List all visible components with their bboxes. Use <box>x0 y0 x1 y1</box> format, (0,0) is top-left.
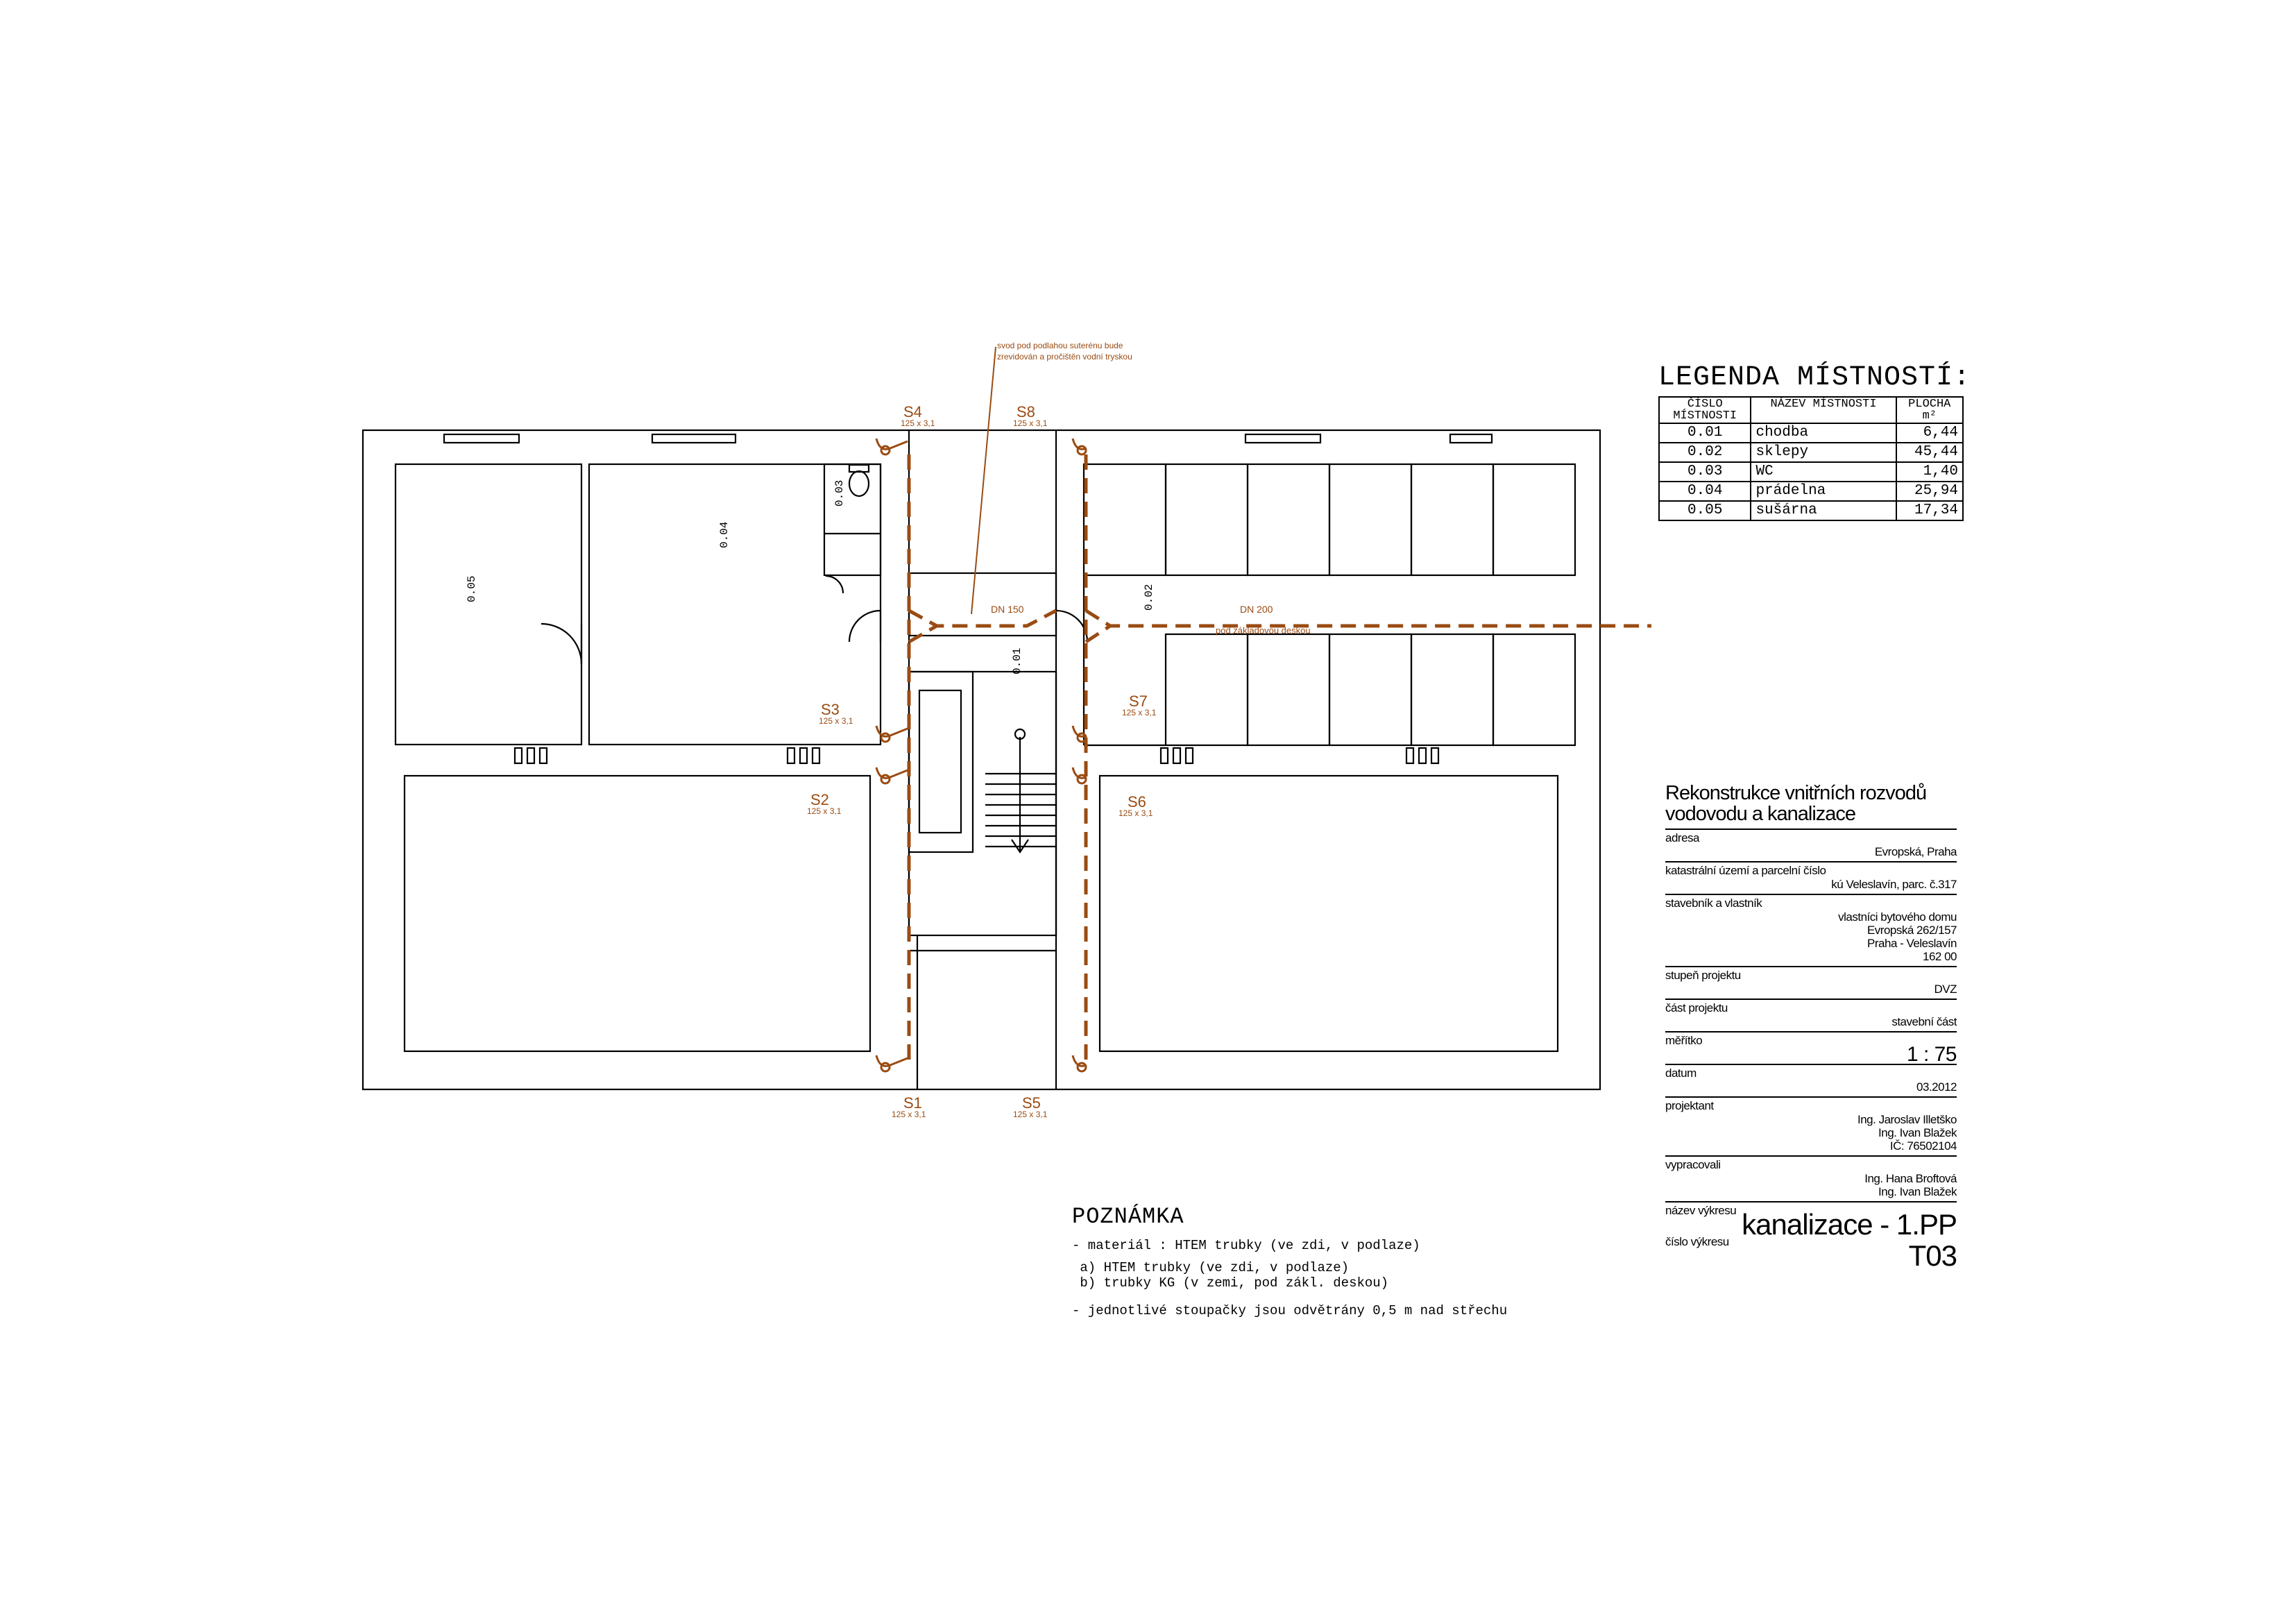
room-code-0-03: 0.03 <box>833 480 846 507</box>
project-title: Rekonstrukce vnitřních rozvodů vodovodu … <box>1665 782 1927 825</box>
room-0-04-outline <box>588 463 882 746</box>
door-swings <box>541 575 1089 665</box>
outer-wall <box>362 429 1601 1091</box>
pipe-s7-size: 125 x 3,1 <box>1122 708 1157 717</box>
scale-field: měřítko 1 : 75 <box>1665 1031 1957 1065</box>
toilet-icon <box>848 470 870 498</box>
room-code-0-05: 0.05 <box>466 576 478 602</box>
title-block: Rekonstrukce vnitřních rozvodů vodovodu … <box>1665 782 1957 1272</box>
sewer-note-line1: svod pod podlahou suterénu bude <box>997 341 1123 350</box>
room-lower-right-outline <box>1098 774 1559 1053</box>
note-section: POZNÁMKA - materiál : HTEM trubky (ve zd… <box>1072 1204 1599 1318</box>
pipe-s4-size: 125 x 3,1 <box>901 418 935 428</box>
sewer-pipes <box>907 346 1651 1062</box>
pipe-s6-id: S6 <box>1128 793 1146 810</box>
pipe-s1-size: 125 x 3,1 <box>892 1110 926 1119</box>
part-field: část projektu stavební část <box>1665 999 1957 1031</box>
room-0-05-outline <box>394 463 583 746</box>
note-title: POZNÁMKA <box>1072 1204 1184 1230</box>
note-line: a) HTEM trubky (ve zdi, v podlaze) <box>1072 1260 1350 1275</box>
room-code-0-04: 0.04 <box>718 522 731 548</box>
pipe-s8-id: S8 <box>1017 403 1035 420</box>
pipe-connectors <box>875 438 1087 1073</box>
drawing-number-field: číslo výkresu T03 <box>1665 1235 1957 1272</box>
legend-header-name: NÁZEV MÍSTNOSTI <box>1750 396 1897 424</box>
pipe-s4-id: S4 <box>903 403 922 420</box>
note-line: - materiál : HTEM trubky (ve zdi, v podl… <box>1072 1238 1420 1253</box>
cadastre-field: katastrální území a parcelní číslo kú Ve… <box>1665 861 1957 894</box>
vent-marks <box>513 747 1440 765</box>
room-code-0-01: 0.01 <box>1011 648 1023 674</box>
room-lower-left-outline <box>403 774 871 1053</box>
designer-field: projektant Ing. Jaroslav Illetško Ing. I… <box>1665 1096 1957 1155</box>
owner-field: stavebník a vlastník vlastníci bytového … <box>1665 894 1957 966</box>
pipe-s2-size: 125 x 3,1 <box>807 806 842 816</box>
window-marks <box>443 433 1493 444</box>
dn150-label: DN 150 <box>991 604 1024 615</box>
pipe-s5-id: S5 <box>1022 1094 1041 1112</box>
stair-enclosure <box>908 670 1057 937</box>
room-code-0-02: 0.02 <box>1143 584 1155 611</box>
date-field: datum 03.2012 <box>1665 1064 1957 1096</box>
pipe-s8-size: 125 x 3,1 <box>1013 418 1048 428</box>
pipe-s1-id: S1 <box>903 1094 922 1112</box>
sewer-note-line2: zrevidován a pročištěn vodní tryskou <box>997 352 1132 362</box>
pipe-s7-id: S7 <box>1129 692 1148 710</box>
pipe-s5-size: 125 x 3,1 <box>1013 1110 1048 1119</box>
address-field: adresa Evropská, Praha <box>1665 829 1957 861</box>
legend-title: LEGENDA MÍSTNOSTÍ: <box>1658 362 1971 393</box>
pipe-s3-size: 125 x 3,1 <box>819 716 853 726</box>
cellar-boxes <box>1082 463 1576 747</box>
pipe-s6-size: 125 x 3,1 <box>1119 808 1153 818</box>
prepared-field: vypracovali Ing. Hana Broftová Ing. Ivan… <box>1665 1155 1957 1201</box>
drawing-name-field: název výkresu kanalizace - 1.PP <box>1665 1201 1957 1239</box>
note-line: - jednotlivé stoupačky jsou odvětrány 0,… <box>1072 1303 1508 1318</box>
pipe-s3-id: S3 <box>821 701 840 718</box>
pipe-s2-id: S2 <box>810 791 829 808</box>
dn200-sublabel: pod základovou deskou <box>1216 625 1311 636</box>
note-line: b) trubky KG (v zemi, pod zákl. deskou) <box>1072 1275 1389 1291</box>
stage-field: stupeň projektu DVZ <box>1665 966 1957 999</box>
dn200-label: DN 200 <box>1240 604 1273 615</box>
stairs-icon <box>985 728 1056 853</box>
